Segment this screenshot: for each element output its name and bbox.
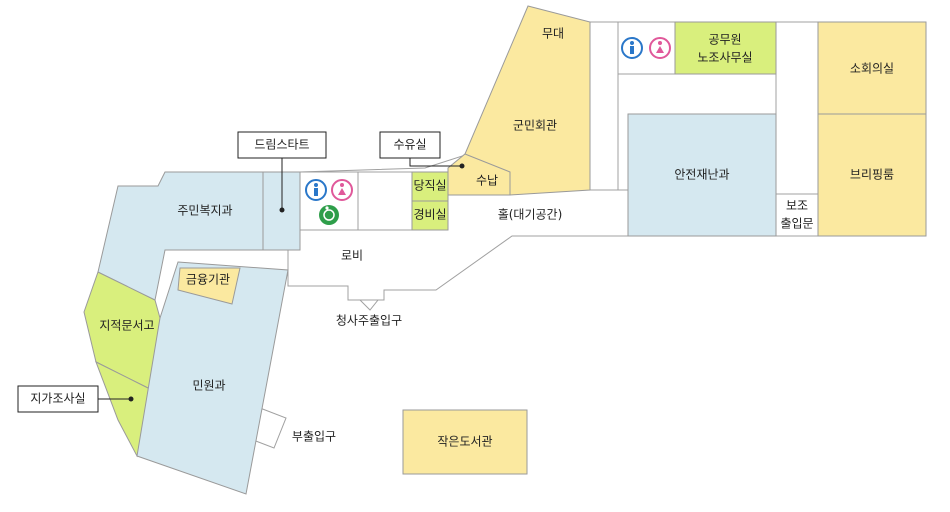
label-aux-entrance-1: 보조 [786, 199, 808, 213]
label-civil-affairs: 민원과 [192, 379, 225, 393]
label-main-entrance: 청사주출입구 [336, 314, 402, 328]
female-restroom-icon [331, 179, 353, 201]
callout-dream-start-label: 드림스타트 [254, 138, 309, 152]
east-corridor [589, 21, 619, 191]
label-cashier: 수납 [476, 174, 498, 188]
room-resident-welfare[interactable] [97, 171, 301, 301]
room-security[interactable] [411, 200, 449, 231]
label-briefing: 브리핑룸 [850, 168, 894, 182]
label-military-hall: 군민회관 [513, 119, 557, 133]
label-officials-union-2: 노조사무실 [697, 51, 752, 65]
room-small-meeting[interactable] [817, 21, 927, 115]
label-duty-room: 당직실 [413, 179, 446, 193]
callout-dream-start[interactable]: 드림스타트 [237, 131, 327, 213]
room-safety-dept[interactable] [627, 113, 777, 237]
label-officials-union-1: 공무원 [708, 33, 741, 47]
label-sub-entrance: 부출입구 [292, 430, 336, 444]
east-corridor-2 [775, 21, 819, 195]
label-resident-welfare: 주민복지과 [177, 204, 232, 218]
main-entrance-door [358, 299, 380, 311]
male-restroom-icon [621, 37, 643, 59]
room-duty[interactable] [411, 171, 449, 202]
room-officials-union[interactable] [674, 21, 777, 75]
callout-land-survey[interactable]: 지가조사실 [17, 385, 134, 413]
label-security-room: 경비실 [413, 208, 446, 222]
restroom-block-2 [357, 171, 413, 231]
label-lobby: 로비 [341, 249, 363, 263]
label-safety-dept: 안전재난과 [674, 168, 729, 182]
callout-nursing-room-label: 수유실 [393, 138, 426, 152]
room-military-hall[interactable] [464, 5, 591, 196]
room-civil-affairs[interactable] [136, 261, 289, 495]
label-stage: 무대 [542, 27, 564, 41]
room-finance-overlay[interactable] [177, 267, 241, 305]
female-restroom-icon [649, 37, 671, 59]
callout-land-survey-label: 지가조사실 [30, 392, 85, 406]
room-briefing[interactable] [817, 113, 927, 237]
room-small-library[interactable] [402, 409, 528, 475]
label-cadastral-archive: 지적문서고 [99, 319, 154, 333]
callout-nursing-room[interactable]: 수유실 [379, 131, 465, 169]
label-small-library: 작은도서관 [437, 435, 492, 449]
male-restroom-icon [305, 179, 327, 201]
label-small-meeting: 소회의실 [850, 62, 894, 76]
accessible-restroom-icon [319, 205, 339, 225]
label-finance: 금융기관 [186, 273, 230, 287]
label-hall: 홀(대기공간) [498, 208, 563, 222]
label-aux-entrance-2: 출입문 [780, 217, 813, 231]
